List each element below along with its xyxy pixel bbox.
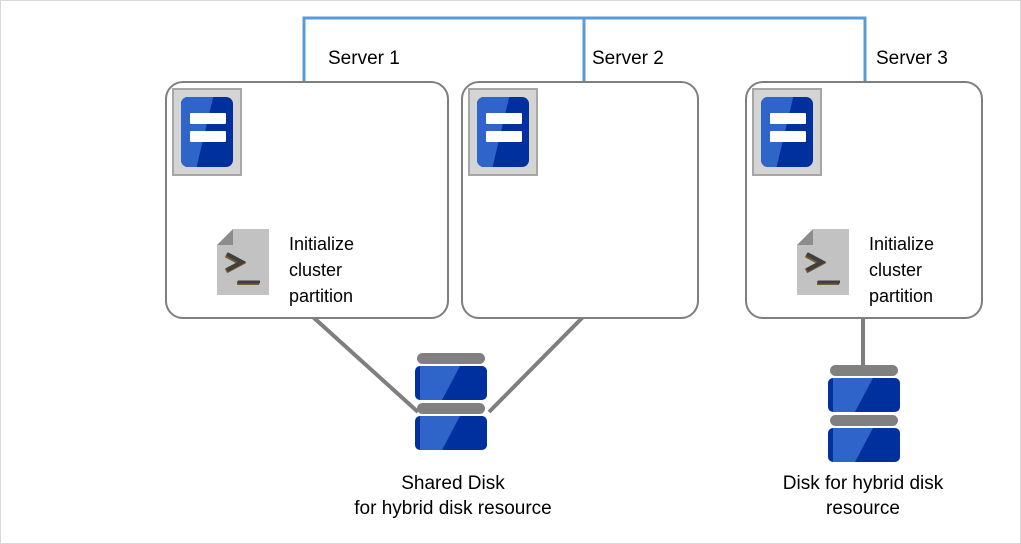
server-3-title: Server 3 [876,48,948,69]
disk-stack-icon[interactable] [415,353,487,451]
server-1-box[interactable]: Initialize cluster partition [165,81,449,319]
server-3-box[interactable]: Initialize cluster partition [745,81,983,319]
server-screen-bar-2 [770,131,806,142]
server-screen-bar-2 [486,131,522,142]
shared-disk-caption: Shared Disk for hybrid disk resource [354,473,552,519]
script-document-icon [797,229,849,295]
server-machine-icon [172,88,242,176]
hybrid-disk-caption: Disk for hybrid disk resource [782,473,944,519]
server-2-box[interactable] [461,81,699,319]
server-screen [761,97,813,167]
server-screen-bar-1 [770,113,806,124]
server-1-task-text: Initialize cluster partition [289,234,355,306]
interconnect-line [302,16,867,81]
server-machine-icon [468,88,538,176]
connector-server1-shared-disk [311,315,420,414]
server-screen-bar-1 [486,113,522,124]
script-document-icon [217,229,269,295]
disk-stack-icon[interactable] [828,365,900,463]
server-screen [477,97,529,167]
server-1-title: Server 1 [328,48,400,69]
server-machine-icon [752,88,822,176]
server-3-task-text: Initialize cluster partition [869,234,935,306]
server-screen [181,97,233,167]
server-screen-bar-2 [190,131,226,142]
server-screen-bar-1 [190,113,226,124]
connector-server2-shared-disk [487,315,585,414]
server-2-title: Server 2 [592,48,664,69]
